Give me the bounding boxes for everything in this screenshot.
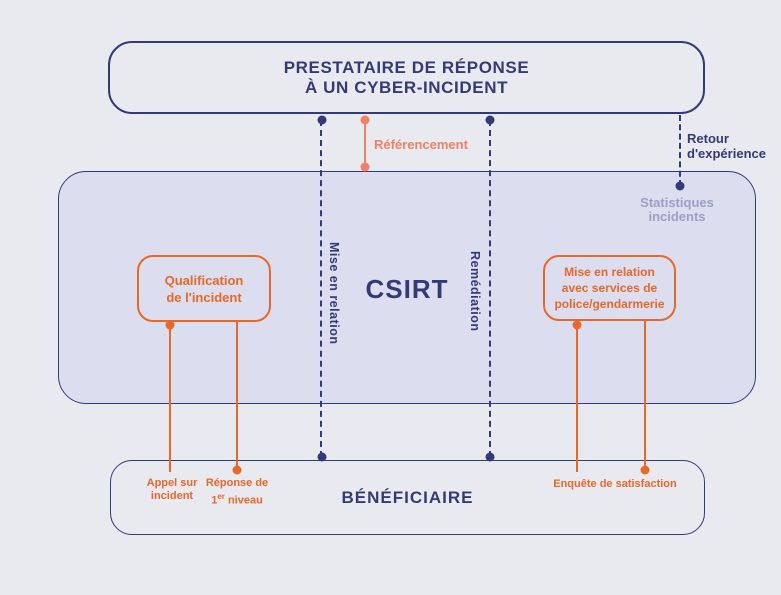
police-gendarmerie-box: Mise en relation avec services de police… [543, 255, 676, 321]
prestataire-title-line2: À UN CYBER-INCIDENT [304, 77, 509, 97]
referencement-line [364, 120, 366, 167]
qualification-incident-box: Qualification de l'incident [137, 255, 271, 322]
connector-dot [360, 115, 370, 125]
police-box-line3: police/gendarmerie [554, 297, 665, 311]
mise-en-relation-label: Mise en relation [327, 242, 341, 345]
retour-experience-label: Retour d'expérience [687, 131, 766, 161]
csirt-box [58, 171, 756, 404]
enquete-satisfaction-line [644, 321, 646, 471]
connector-dot [640, 465, 650, 475]
qualification-line1: Qualification [164, 272, 244, 288]
beneficiaire-box: BÉNÉFICIAIRE [110, 460, 705, 535]
remediation-dashed-line [489, 120, 491, 457]
connector-dot [485, 115, 495, 125]
remediation-label: Remédiation [468, 251, 482, 332]
csirt-title: CSIRT [365, 274, 449, 304]
connector-dot [317, 115, 327, 125]
appel-label-line1: Appel sur [146, 477, 198, 489]
prestataire-title-line1: PRESTATAIRE DE RÉPONSE [283, 57, 530, 77]
enquete-satisfaction-label: Enquête de satisfaction [553, 478, 677, 490]
connector-dot [317, 452, 327, 462]
statistiques-label-line2: incidents [648, 209, 706, 224]
mise-en-relation-dashed-line [320, 120, 322, 457]
appel-label-line2: incident [150, 490, 194, 502]
superscript-er: er [217, 492, 225, 501]
retour-experience-label-line1: Retour [687, 131, 729, 146]
connector-dot [165, 320, 175, 330]
connector-dot [232, 465, 242, 475]
statistiques-incidents-label: Statistiques incidents [617, 196, 737, 224]
reponse-premier-niveau-label: Réponse de 1er niveau [192, 477, 282, 508]
connector-dot [360, 162, 370, 172]
police-left-line [576, 324, 578, 472]
connector-dot [675, 181, 685, 191]
police-box-line2: avec services de [561, 281, 658, 295]
beneficiaire-title: BÉNÉFICIAIRE [341, 487, 474, 507]
appel-incident-line [169, 324, 171, 472]
reponse-niveau-line [236, 322, 238, 471]
retour-experience-label-line2: d'expérience [687, 146, 766, 161]
retour-experience-dashed-line [679, 115, 681, 186]
reponse-label-line1: Réponse de [205, 477, 269, 489]
qualification-line2: de l'incident [166, 289, 242, 305]
statistiques-label-line1: Statistiques [640, 195, 714, 210]
reponse-label-line2: 1er niveau [211, 492, 263, 507]
connector-dot [485, 452, 495, 462]
prestataire-box: PRESTATAIRE DE RÉPONSE À UN CYBER-INCIDE… [108, 41, 705, 114]
referencement-label: Référencement [374, 137, 468, 152]
appel-sur-incident-label: Appel sur incident [127, 477, 217, 503]
connector-dot [572, 320, 582, 330]
police-box-line1: Mise en relation [564, 265, 655, 279]
